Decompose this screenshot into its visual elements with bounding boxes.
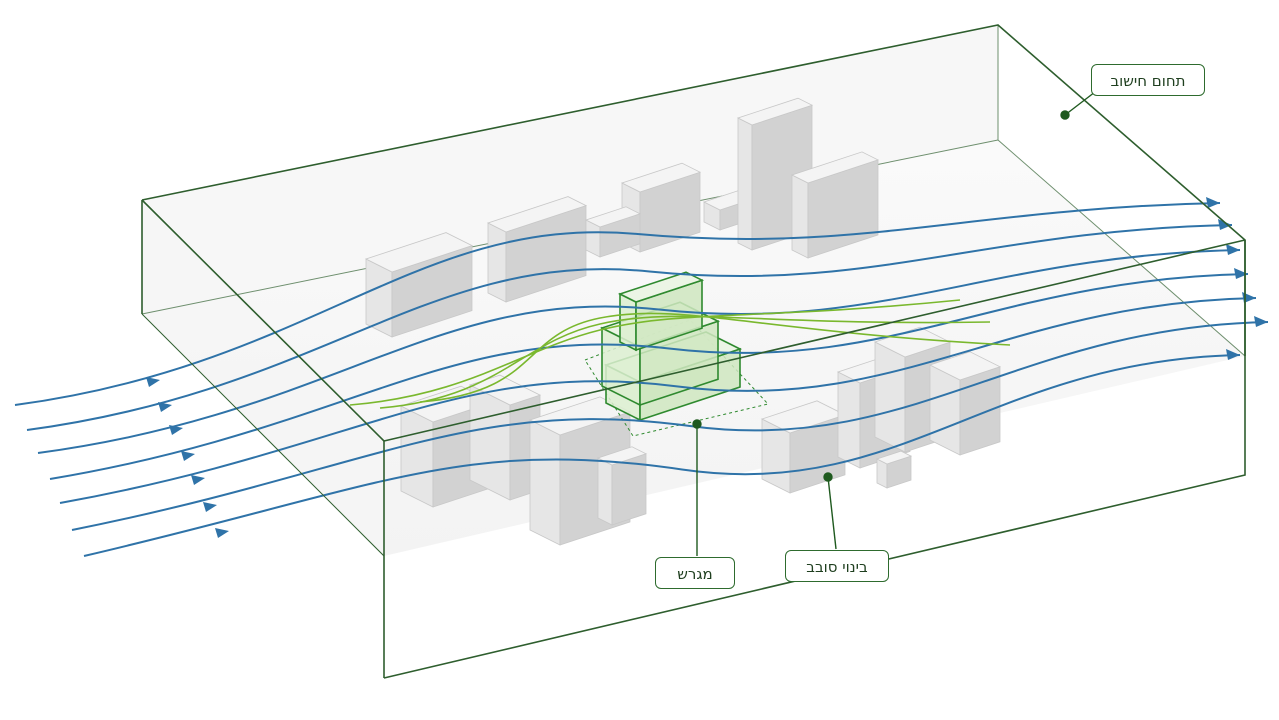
building-face xyxy=(929,364,961,456)
streamline xyxy=(83,354,1241,557)
building-face xyxy=(873,326,952,358)
building-face xyxy=(928,351,1002,381)
building-face xyxy=(617,271,705,303)
streamline xyxy=(26,224,1233,431)
building xyxy=(760,400,847,494)
building-face xyxy=(737,117,753,251)
surrounding-label-text: בינוי סובב xyxy=(806,558,868,576)
streamline xyxy=(71,321,1269,531)
building-face xyxy=(364,232,474,273)
arrow-right-icon xyxy=(1254,316,1268,327)
building-face xyxy=(486,196,588,233)
streamline xyxy=(49,273,1249,480)
domain-label-text: תחום חישוב xyxy=(1110,72,1186,90)
arrow-right-icon xyxy=(1226,349,1240,360)
building-face xyxy=(791,174,809,259)
plot-leader-dot xyxy=(692,419,702,429)
plot-label: מגרש xyxy=(655,557,735,589)
building-face xyxy=(760,400,847,434)
arrow-right-icon xyxy=(1206,197,1220,208)
building-face xyxy=(584,206,642,228)
arrow-right-icon xyxy=(158,402,172,412)
building xyxy=(596,446,648,526)
arrow-right-icon xyxy=(169,425,183,435)
plot-label-text: מגרש xyxy=(677,565,713,583)
arrow-right-icon xyxy=(1226,244,1240,255)
building xyxy=(584,206,642,258)
building xyxy=(928,351,1002,456)
building-face xyxy=(736,97,814,126)
building-face xyxy=(529,419,561,546)
building-face xyxy=(487,222,507,303)
streamline-near-plot xyxy=(349,299,961,406)
domain-label: תחום חישוב xyxy=(1091,64,1205,96)
surrounding-buildings xyxy=(364,97,1002,546)
arrow-right-icon xyxy=(181,451,195,461)
arrow-right-icon xyxy=(146,377,160,387)
arrow-right-icon xyxy=(1218,219,1232,230)
surrounding-leader xyxy=(827,476,837,550)
surrounding-leader-dot xyxy=(823,472,833,482)
streamline-near-plot xyxy=(379,315,991,409)
wind-streamlines xyxy=(14,197,1269,557)
arrow-right-icon xyxy=(191,475,205,485)
surrounding-label: בינוי סובב xyxy=(785,550,889,582)
domain-leader-dot xyxy=(1060,110,1070,120)
building-face xyxy=(597,457,613,526)
building-face xyxy=(959,366,1001,456)
building-face xyxy=(468,374,542,406)
arrow-right-icon xyxy=(203,502,217,512)
building-face xyxy=(790,151,880,184)
building-face xyxy=(620,162,702,193)
building-face xyxy=(619,292,637,352)
streamline xyxy=(37,249,1241,454)
arrow-right-icon xyxy=(1234,268,1248,279)
building-face xyxy=(400,405,434,508)
streamline xyxy=(14,202,1221,406)
streamline xyxy=(59,297,1257,504)
building-face xyxy=(365,258,393,338)
domain-box-front xyxy=(141,24,1246,679)
arrow-right-icon xyxy=(215,528,229,538)
leaders xyxy=(692,91,1096,556)
building xyxy=(875,450,913,489)
streamline-near-plot xyxy=(419,312,1011,403)
building-face xyxy=(875,450,913,465)
building xyxy=(364,232,474,338)
domain-leader xyxy=(1064,91,1096,116)
building-face xyxy=(874,341,906,453)
arrow-right-icon xyxy=(1242,292,1256,303)
